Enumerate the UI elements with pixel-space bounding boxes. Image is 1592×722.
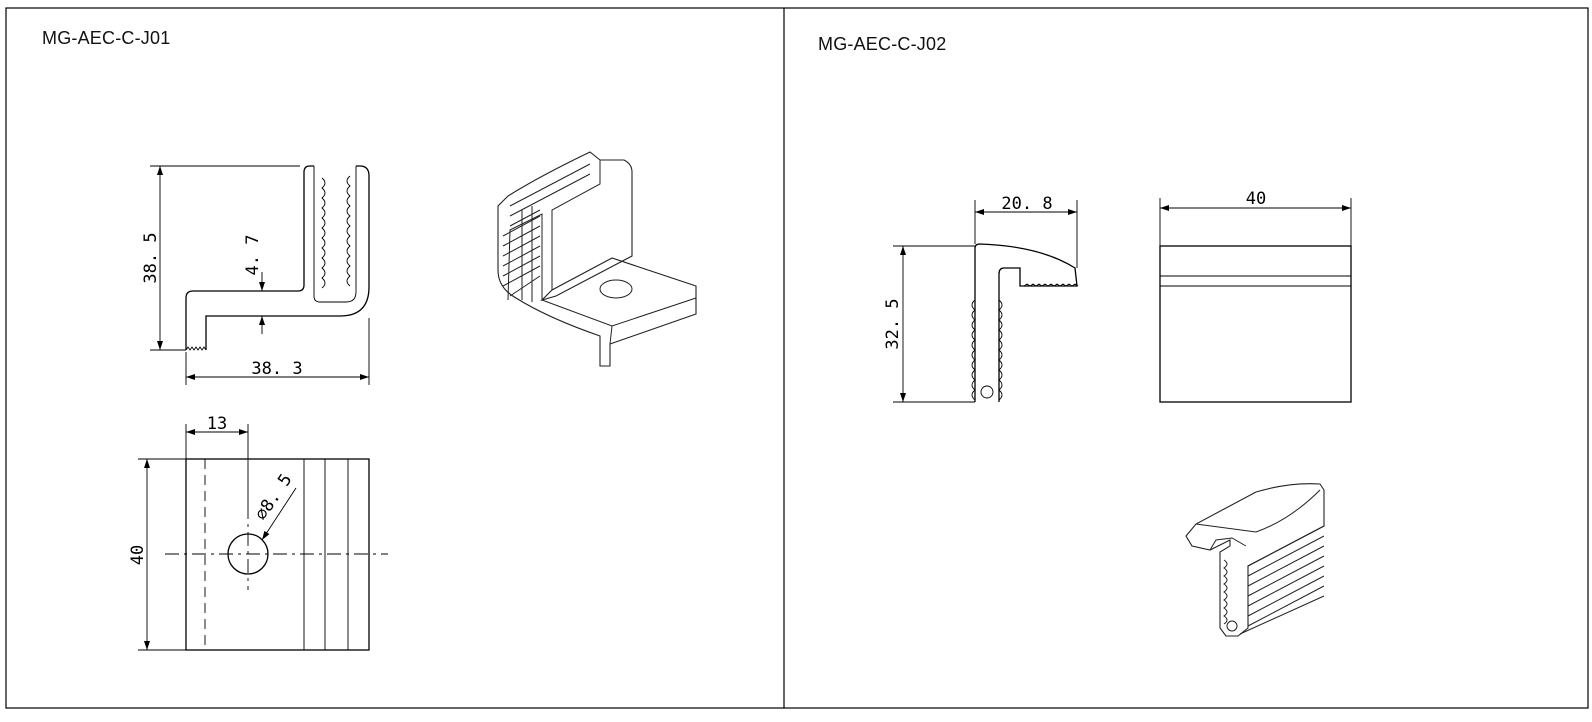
dim-width-j02: 20. 8 [1001, 194, 1052, 214]
dim-width-j01: 38. 3 [251, 359, 302, 379]
j02-side-dimensions [893, 200, 1078, 403]
dim-tooth-j01: 4. 7 [243, 235, 263, 276]
j02-isometric-view [1185, 483, 1325, 637]
j01-side-view [185, 165, 370, 351]
sheet-border [5, 7, 1589, 709]
j02-side-view [971, 243, 1079, 402]
j01-side-dimensions [150, 165, 370, 385]
j01-isometric-view [497, 151, 697, 367]
panel-title-j02: MG-AEC-C-J02 [818, 34, 947, 54]
dim-height-j01: 38. 5 [141, 232, 161, 283]
dim-height-j02: 32. 5 [883, 298, 903, 349]
j02-front-view [1159, 198, 1352, 403]
dim-length-j02: 40 [1246, 189, 1266, 209]
panel-title-j01: MG-AEC-C-J01 [42, 28, 171, 48]
j01-top-view [138, 424, 388, 651]
dim-depth-j01: 40 [128, 545, 148, 565]
dim-offset-j01: 13 [207, 414, 227, 434]
